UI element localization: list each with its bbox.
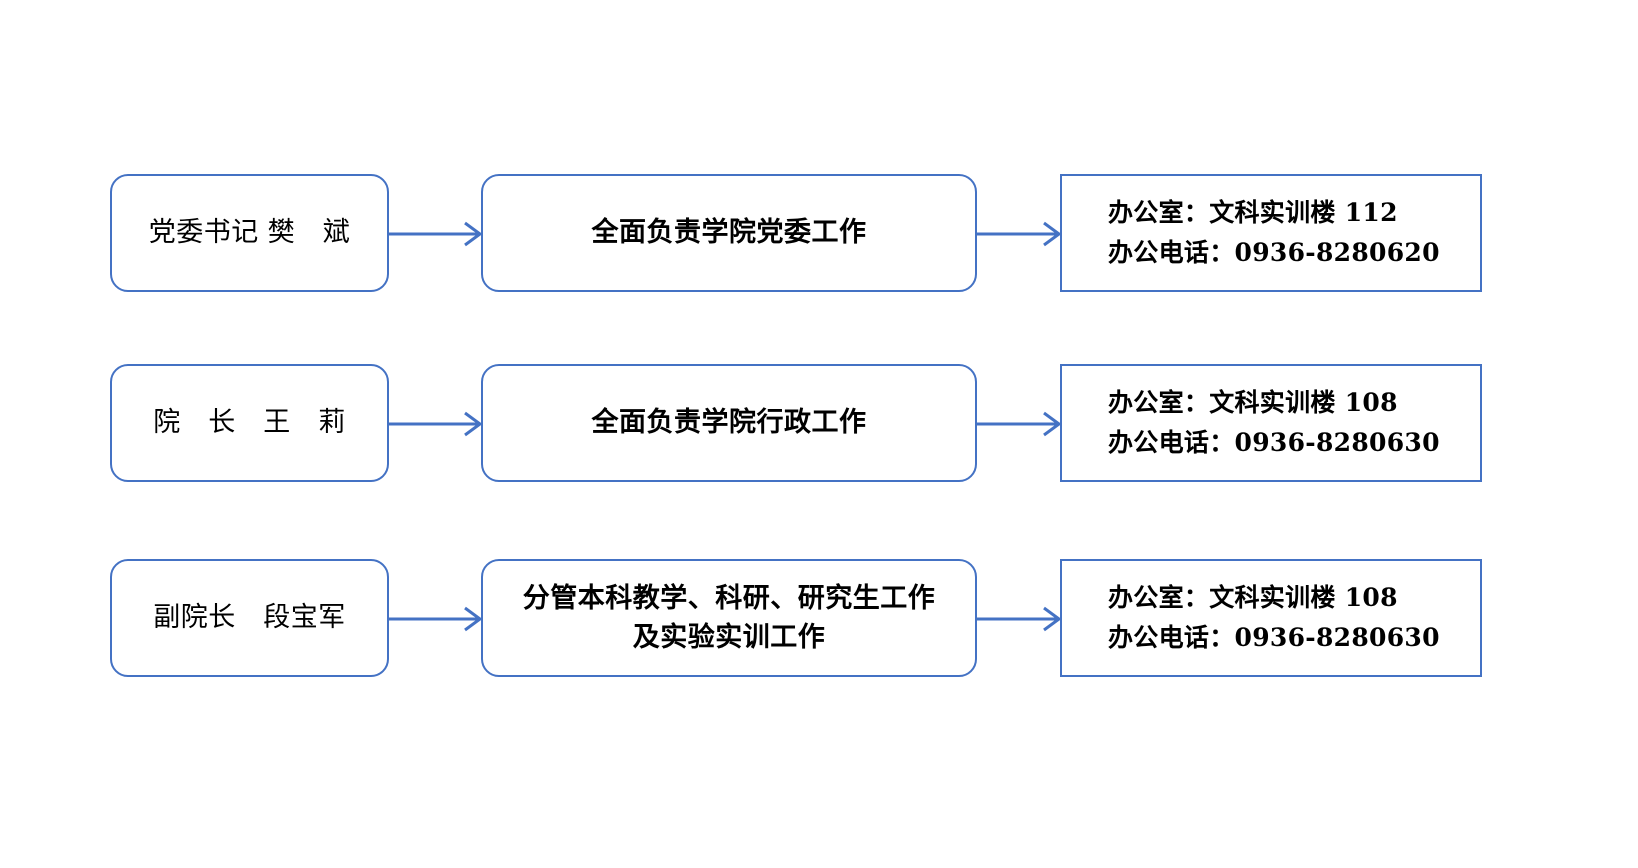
person-box[interactable]: 党委书记 樊 斌 (110, 174, 389, 292)
office-location-label: 办公室：文科实训楼 108 (1108, 582, 1398, 612)
arrow-duty-to-contact (977, 606, 1062, 632)
office-location-label: 办公室：文科实训楼 108 (1108, 387, 1398, 417)
arrow-person-to-duty (389, 411, 483, 437)
arrow-duty-to-contact (977, 221, 1062, 247)
person-name-label: 党委书记 樊 斌 (148, 217, 351, 249)
duty-label: 分管本科教学、科研、研究生工作 (522, 582, 936, 614)
duty-label-line2: 及实验实训工作 (632, 622, 826, 653)
duty-label: 全面负责学院党委工作 (591, 217, 867, 249)
contact-box[interactable]: 办公室：文科实训楼 112 办公电话：0936-8280620 (1060, 174, 1482, 292)
person-name-label: 院 长 王 莉 (153, 407, 346, 439)
arrow-person-to-duty (389, 606, 483, 632)
contact-box[interactable]: 办公室：文科实训楼 108 办公电话：0936-8280630 (1060, 559, 1482, 677)
person-box[interactable]: 副院长 段宝军 (110, 559, 389, 677)
office-phone-label: 办公电话：0936-8280630 (1108, 428, 1440, 457)
arrow-person-to-duty (389, 221, 483, 247)
office-phone-label: 办公电话：0936-8280620 (1108, 238, 1440, 267)
office-location-label: 办公室：文科实训楼 112 (1108, 197, 1398, 227)
duty-box[interactable]: 全面负责学院行政工作 (481, 364, 977, 482)
contact-box[interactable]: 办公室：文科实训楼 108 办公电话：0936-8280630 (1060, 364, 1482, 482)
duty-label: 全面负责学院行政工作 (591, 407, 867, 439)
office-phone-label: 办公电话：0936-8280630 (1108, 623, 1440, 652)
diagram-row: 院 长 王 莉 全面负责学院行政工作 办公室：文科实训楼 108 办公电话：09… (0, 364, 1638, 484)
arrow-duty-to-contact (977, 411, 1062, 437)
diagram-row: 党委书记 樊 斌 全面负责学院党委工作 办公室：文科实训楼 112 办公电话：0… (0, 174, 1638, 294)
diagram-row: 副院长 段宝军 分管本科教学、科研、研究生工作 及实验实训工作 办公室：文科实训… (0, 559, 1638, 679)
person-box[interactable]: 院 长 王 莉 (110, 364, 389, 482)
person-name-label: 副院长 段宝军 (153, 602, 346, 634)
duty-box[interactable]: 全面负责学院党委工作 (481, 174, 977, 292)
duty-box[interactable]: 分管本科教学、科研、研究生工作 及实验实训工作 (481, 559, 977, 677)
